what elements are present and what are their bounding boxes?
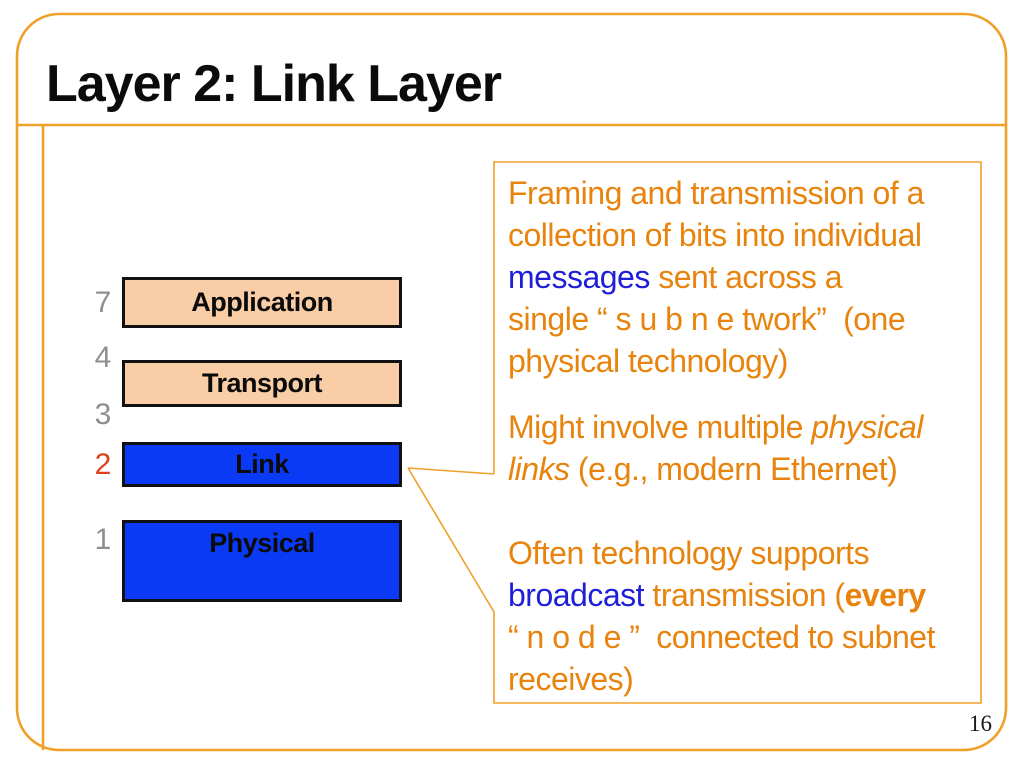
- callout-line: receives): [508, 658, 971, 700]
- callout-text-box: Framing and transmission of a collection …: [494, 162, 981, 703]
- callout-segment: physical technology): [508, 343, 788, 379]
- layer-box-label: Link: [235, 449, 289, 479]
- layer-number-1: 1: [94, 523, 112, 556]
- layer-box-label: Transport: [201, 368, 323, 398]
- layer-box-label: Application: [191, 287, 333, 317]
- callout-segment: Often technology supports: [508, 535, 870, 571]
- callout-segment: (e.g., modern Ethernet): [569, 451, 898, 487]
- callout-line: single “ s u b n e twork” (one: [508, 298, 971, 340]
- callout-line: “ n o d e ” connected to subnet: [508, 616, 971, 658]
- callout-segment: sent across a: [649, 259, 843, 295]
- callout-line: links (e.g., modern Ethernet): [508, 448, 971, 490]
- layer-number-3: 3: [94, 398, 112, 431]
- callout-segment: receives): [508, 661, 634, 697]
- callout-line: broadcast transmission (every: [508, 574, 971, 616]
- callout-line: Often technology supports: [508, 532, 971, 574]
- layer-box-application: Application: [122, 277, 402, 328]
- callout-line: Might involve multiple physical: [508, 406, 971, 448]
- layer-box-link: Link: [122, 442, 402, 487]
- callout-paragraph-1: Framing and transmission of a collection …: [508, 172, 971, 382]
- callout-segment-blue: broadcast: [508, 577, 645, 613]
- callout-line: Framing and transmission of a: [508, 172, 971, 214]
- callout-segment-italic: links: [508, 451, 570, 487]
- callout-segment: transmission (: [644, 577, 845, 613]
- layer-box-physical: Physical: [122, 520, 402, 602]
- callout-segment: “ n o d e ” connected to subnet: [508, 619, 935, 655]
- callout-line: messages sent across a: [508, 256, 971, 298]
- layer-number-7: 7: [94, 286, 112, 319]
- layer-number-4: 4: [94, 341, 112, 374]
- callout-segment-blue: messages: [508, 259, 650, 295]
- page-number: 16: [969, 711, 992, 736]
- callout-segment: single “ s u b n e twork” (one: [508, 301, 906, 337]
- layer-box-transport: Transport: [122, 360, 402, 407]
- callout-line: collection of bits into individual: [508, 214, 971, 256]
- callout-segment: Might involve multiple: [508, 409, 812, 445]
- callout-segment-bold: every: [844, 577, 927, 613]
- callout-line: physical technology): [508, 340, 971, 382]
- layer-box-label: Physical: [209, 528, 315, 558]
- layer-number-2: 2: [94, 448, 112, 481]
- callout-segment-italic: physical: [811, 409, 923, 445]
- callout-segment: collection of bits into individual: [508, 217, 922, 253]
- callout-segment: Framing and transmission of a: [508, 175, 924, 211]
